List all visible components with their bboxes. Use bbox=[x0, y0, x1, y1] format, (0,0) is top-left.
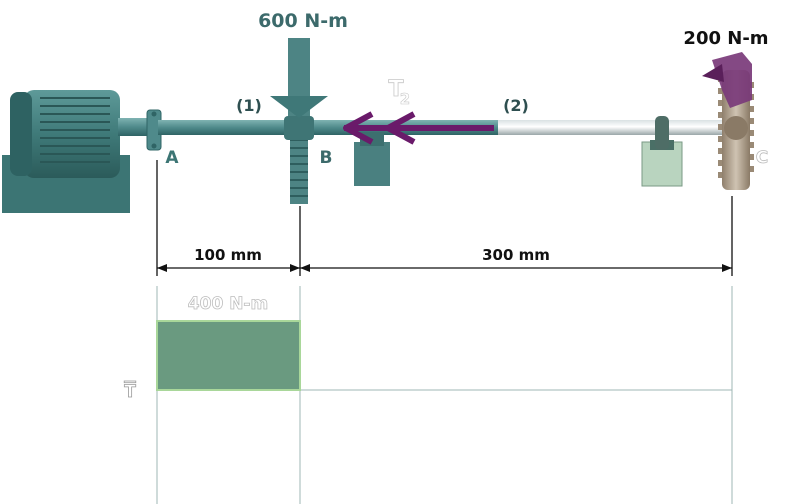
torque-diagram-grid bbox=[156, 286, 733, 504]
motor-body bbox=[24, 90, 120, 178]
flange-coupling-a bbox=[146, 109, 162, 151]
dimension-lines bbox=[156, 160, 733, 276]
shaft-segment-1 bbox=[158, 120, 498, 135]
torque-diagram-bar-ab bbox=[156, 320, 301, 391]
motor-endcap bbox=[10, 92, 32, 176]
gear-c-hub bbox=[724, 116, 748, 140]
segment-label-1: (1) bbox=[236, 96, 262, 115]
point-label-c: C bbox=[756, 148, 768, 168]
point-label-a: A bbox=[165, 148, 179, 168]
dimension-label-bc: 300 mm bbox=[482, 246, 550, 264]
gear-c bbox=[702, 52, 754, 190]
bearing-pillow-c bbox=[641, 116, 683, 187]
dimension-label-ab: 100 mm bbox=[194, 246, 262, 264]
gear-b-hub bbox=[284, 116, 314, 140]
segment-label-2: (2) bbox=[503, 96, 529, 115]
internal-torque-t2-arrow bbox=[343, 111, 494, 145]
internal-torque-subscript: 2 bbox=[400, 90, 410, 108]
shaft-segment-2 bbox=[498, 120, 748, 135]
internal-torque-label: T bbox=[388, 77, 403, 102]
motor bbox=[2, 90, 158, 213]
point-label-b: B bbox=[320, 148, 333, 168]
gear-b-lower-half bbox=[290, 132, 308, 204]
torque-label-b: 600 N-m bbox=[258, 10, 348, 32]
torque-arrow-b bbox=[270, 96, 328, 118]
gear-b bbox=[270, 38, 328, 204]
dimension-arrowheads bbox=[157, 264, 732, 272]
torque-diagram-value-label: 400 N-m bbox=[188, 294, 268, 314]
torque-arrow-c-head bbox=[702, 64, 724, 82]
torque-diagram-axis-label: T bbox=[124, 382, 136, 402]
torque-label-c: 200 N-m bbox=[683, 28, 768, 49]
